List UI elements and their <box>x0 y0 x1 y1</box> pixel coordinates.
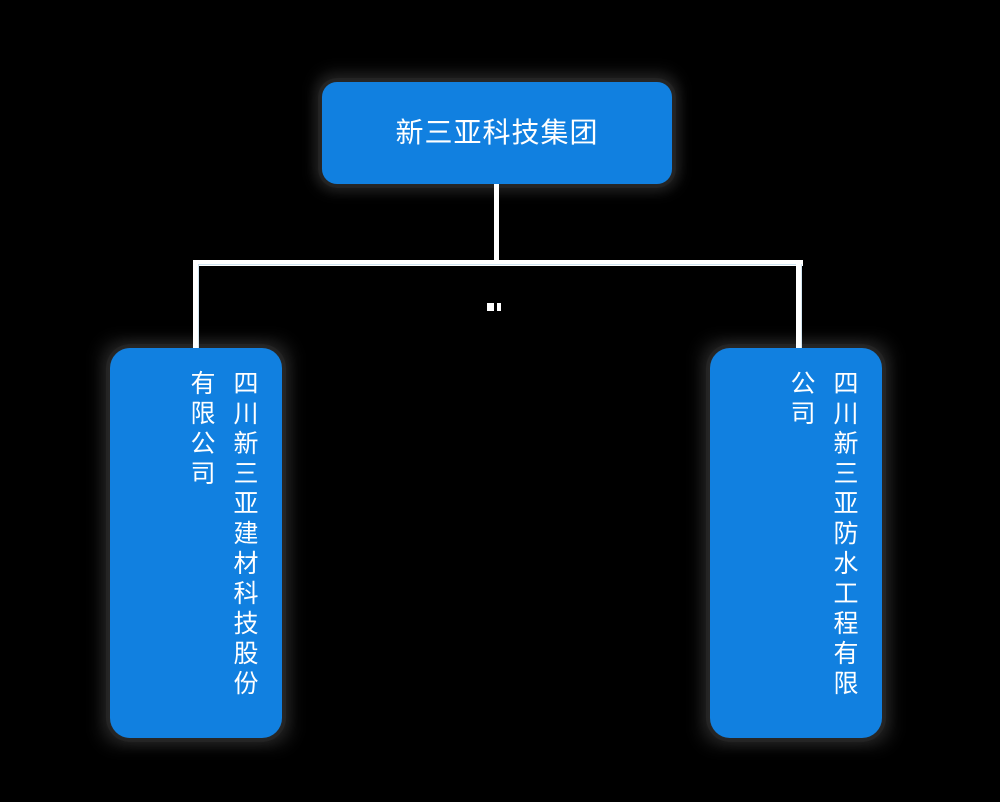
connector-root-stem <box>494 184 499 265</box>
org-node-child-left-label: 四川新三亚建材科技股份有限公司 <box>187 370 259 700</box>
connector-drop-left <box>193 262 199 350</box>
org-node-root[interactable]: 新三亚科技集团 <box>322 82 672 184</box>
org-node-child-right[interactable]: 四川新三亚防水工程有限公司 <box>710 348 882 738</box>
connector-bus-hairline <box>196 264 800 265</box>
center-mark-dot-2 <box>497 303 501 311</box>
org-node-root-label: 新三亚科技集团 <box>395 116 599 150</box>
org-node-child-left[interactable]: 四川新三亚建材科技股份有限公司 <box>110 348 282 738</box>
connector-drop-right-hairline <box>801 264 802 350</box>
org-node-child-right-label: 四川新三亚防水工程有限公司 <box>787 370 859 700</box>
connector-drop-right <box>796 262 802 350</box>
connector-drop-left-hairline <box>198 264 199 350</box>
center-mark-dot-1 <box>487 303 494 311</box>
connector-horizontal-bus <box>193 260 803 266</box>
